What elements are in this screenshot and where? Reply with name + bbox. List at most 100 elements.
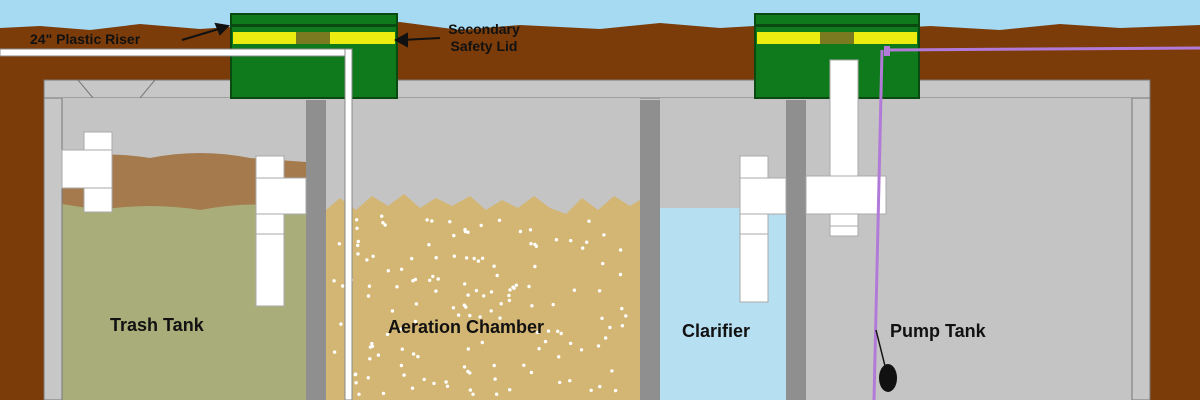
aeration-bubble	[411, 352, 416, 356]
partition-3	[786, 100, 806, 400]
aeration-bubble	[383, 223, 387, 227]
riser-label: 24" Plastic Riser	[30, 31, 141, 47]
aeration-bubble	[585, 240, 589, 244]
aeration-chamber-label: Aeration Chamber	[388, 317, 545, 337]
aeration-bubble	[508, 388, 512, 392]
aeration-bubble	[543, 339, 548, 344]
aeration-bubble	[534, 244, 539, 248]
aeration-bubble	[332, 279, 336, 283]
aeration-bubble	[530, 304, 534, 308]
pipe-tee-icon	[739, 155, 787, 303]
safety-lid-label: Secondary Safety Lid	[444, 21, 524, 55]
aeration-bubble	[482, 294, 486, 298]
aeration-bubble	[499, 302, 503, 306]
aeration-bubble	[537, 347, 541, 351]
aeration-bubble	[472, 256, 476, 261]
aeration-bubble	[357, 392, 361, 396]
aeration-bubble	[527, 284, 531, 289]
aeration-bubble	[556, 329, 560, 333]
pump-tank-interior	[806, 98, 1132, 400]
aeration-bubble	[371, 254, 375, 258]
aeration-bubble	[444, 380, 448, 384]
aeration-bubble	[365, 258, 369, 262]
aeration-bubble	[464, 256, 469, 260]
aeration-bubble	[498, 316, 502, 320]
aeration-bubble	[422, 377, 426, 382]
aeration-bubble	[339, 322, 343, 326]
aeration-bubble	[610, 369, 614, 373]
inlet-pipe	[0, 48, 353, 400]
aeration-bubble	[620, 306, 624, 311]
aeration-bubble	[452, 254, 456, 258]
wall-right-inner	[1131, 97, 1151, 400]
tank-lid-slab	[43, 79, 1151, 99]
aeration-bubble	[332, 350, 337, 354]
aeration-bubble	[529, 242, 533, 246]
aeration-bubble	[456, 313, 461, 317]
aeration-bubble	[559, 331, 563, 336]
aeration-bubble	[399, 363, 404, 368]
aeration-bubble	[353, 372, 357, 377]
aeration-bubble	[535, 330, 540, 335]
aeration-bubble	[598, 384, 602, 389]
aeration-bubble	[434, 256, 438, 260]
aeration-bubble	[493, 377, 497, 381]
aeration-bubble	[471, 392, 475, 396]
aeration-bubble	[413, 277, 418, 282]
aeration-bubble	[402, 373, 406, 377]
aeration-bubble	[452, 233, 456, 238]
pipe-tee-icon	[255, 155, 307, 307]
aeration-bubble	[618, 272, 623, 277]
aeration-bubble	[568, 379, 572, 383]
aeration-bubble	[480, 256, 485, 260]
aeration-bubble	[431, 274, 435, 279]
aeration-bubble	[495, 273, 499, 278]
aeration-bubble	[436, 277, 440, 281]
aeration-bubble	[489, 290, 494, 294]
aeration-bubble	[554, 238, 559, 242]
aeration-bubble	[366, 294, 371, 298]
aeration-bubble	[399, 327, 404, 331]
float-switch-icon	[875, 329, 897, 392]
aeration-bubble	[618, 248, 623, 252]
aeration-bubble	[400, 347, 404, 351]
aeration-bubble	[597, 289, 602, 293]
aeration-bubble	[416, 354, 420, 359]
aeration-bubble	[569, 238, 573, 243]
aeration-bubble	[355, 218, 359, 222]
aeration-bubble	[533, 264, 537, 269]
aeration-bubble	[489, 309, 493, 313]
aeration-bubble	[604, 336, 608, 340]
scum-layer	[62, 153, 306, 210]
aeration-bubble	[376, 353, 381, 357]
arrow-icon	[393, 32, 441, 48]
aeration-bubble	[367, 284, 372, 288]
aeration-bubble	[368, 357, 372, 361]
aeration-bubble	[507, 298, 512, 303]
aeration-bubble	[514, 283, 518, 287]
aeration-bubble	[340, 284, 345, 288]
pump-tank-label: Pump Tank	[890, 321, 986, 341]
aeration-bubble	[468, 388, 473, 392]
aeration-bubble	[432, 381, 436, 386]
aeration-bubble	[366, 376, 370, 380]
conduit	[872, 46, 1200, 400]
aeration-bubble	[551, 302, 555, 307]
aeration-bubble	[476, 259, 481, 263]
aeration-bubble	[380, 214, 384, 218]
aeration-bubble	[624, 314, 628, 318]
aeration-bubble	[529, 370, 534, 375]
aeration-bubble	[386, 269, 390, 273]
aeration-bubble	[474, 288, 479, 293]
aeration-bubble	[448, 220, 452, 224]
aeration-bubble	[468, 313, 472, 318]
aeration-bubble	[414, 302, 419, 306]
pump-outlet-pipe	[805, 59, 887, 237]
aeration-bubble	[381, 391, 386, 396]
aeration-bubble	[528, 228, 533, 232]
aeration-bubble	[356, 239, 360, 244]
aeration-bubble	[494, 392, 499, 396]
aeration-bubble	[479, 223, 483, 228]
aeration-bubble	[410, 386, 415, 390]
aeration-bubble	[430, 219, 434, 223]
